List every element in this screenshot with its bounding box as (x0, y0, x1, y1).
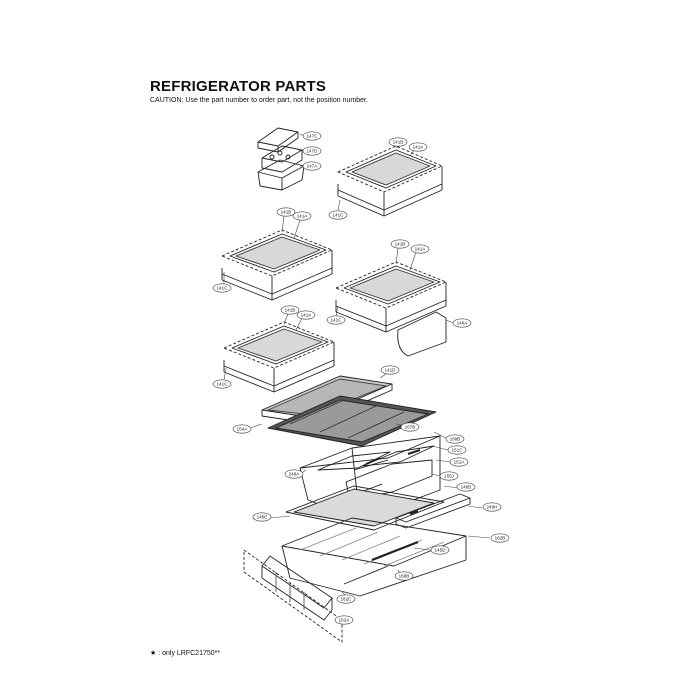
callout-s1-141c: 141C (328, 210, 348, 220)
leader-lines (223, 133, 491, 621)
svg-text:147D: 147D (307, 149, 319, 154)
callout-146b: 146B (456, 482, 476, 492)
svg-text:141C: 141C (333, 213, 345, 218)
callout-s3-141a: 141A (410, 244, 430, 254)
callout-s1-141b: 141B (388, 137, 408, 147)
callout-s4-141b: 141B (280, 305, 300, 315)
callout-s1-141a: 141A (408, 142, 428, 152)
svg-text:168B: 168B (399, 574, 410, 579)
svg-text:147A: 147A (307, 164, 319, 169)
svg-text:151C: 151C (452, 448, 464, 453)
page-title: REFRIGERATOR PARTS (150, 78, 327, 95)
crisper-drawers (299, 435, 441, 521)
callout-s2-141a: 141A (292, 211, 312, 221)
svg-text:154A: 154A (237, 427, 249, 432)
model-footnote: ★ : only LRFC21750** (150, 650, 221, 657)
rail-146b (395, 493, 471, 529)
svg-text:162C: 162C (341, 597, 353, 602)
svg-text:141B: 141B (281, 210, 292, 215)
callout-145d: 145D (430, 545, 450, 555)
svg-text:167B: 167B (405, 425, 416, 430)
callout-167b: 167B (400, 422, 420, 432)
crisper-cover-assembly (261, 375, 437, 447)
callout-s3-141b: 141B (390, 239, 410, 249)
svg-text:162B: 162B (495, 536, 506, 541)
callouts: 147C 147D 147A 141B 141A 141C 141B 141A … (212, 131, 510, 625)
callout-151a: 151A (449, 457, 469, 467)
svg-text:141D: 141D (385, 368, 397, 373)
svg-text:141B: 141B (395, 242, 406, 247)
svg-text:145D: 145D (435, 548, 447, 553)
callout-s3-141c: 141C (326, 315, 346, 325)
callout-s4-141c: 141C (212, 379, 232, 389)
svg-text:141C: 141C (217, 382, 229, 387)
callout-145e: 145E (252, 512, 272, 522)
callout-147a: 147A (302, 161, 322, 171)
svg-text:151A: 151A (454, 460, 466, 465)
callout-154a: 154A (232, 424, 252, 434)
callout-147c: 147C (302, 131, 322, 141)
bottom-cover-152a (243, 549, 343, 643)
svg-text:146A: 146A (457, 321, 469, 326)
svg-text:249A: 249A (289, 472, 301, 477)
caution-note: CAUTION: Use the part number to order pa… (150, 97, 368, 104)
svg-text:141B: 141B (393, 140, 404, 145)
svg-text:141A: 141A (413, 145, 425, 150)
svg-text:147C: 147C (307, 134, 319, 139)
shelf-1 (337, 145, 443, 217)
svg-text:141C: 141C (331, 318, 343, 323)
svg-text:141C: 141C (217, 286, 229, 291)
callout-162b: 162B (490, 533, 510, 543)
svg-text:249H: 249H (487, 505, 498, 510)
callout-162c: 162C (336, 594, 356, 604)
callout-155j: 155J (439, 471, 459, 481)
callout-168b: 168B (445, 434, 465, 444)
svg-text:141B: 141B (285, 308, 296, 313)
callout-s4-141a: 141A (296, 310, 316, 320)
svg-text:141A: 141A (415, 247, 427, 252)
svg-text:152A: 152A (339, 618, 351, 623)
callout-249h: 249H (482, 502, 502, 512)
callout-168b-2: 168B (394, 571, 414, 581)
callout-147d: 147D (302, 146, 322, 156)
egg-tray-assembly (257, 127, 305, 191)
svg-text:141A: 141A (301, 313, 313, 318)
callout-s2-141b: 141B (276, 207, 296, 217)
shelf-2 (221, 229, 333, 301)
callout-s2-141c: 141C (212, 283, 232, 293)
shelf-4 (223, 321, 335, 393)
svg-text:146B: 146B (461, 485, 472, 490)
callout-249a: 249A (284, 469, 304, 479)
callout-146a: 146A (452, 318, 472, 328)
callout-151c: 151C (447, 445, 467, 455)
callout-152a: 152A (334, 615, 354, 625)
svg-text:145E: 145E (257, 515, 268, 520)
crisper-glass-145e (285, 485, 445, 531)
shelf-3 (335, 261, 447, 357)
svg-text:155J: 155J (444, 474, 454, 479)
svg-text:168B: 168B (450, 437, 461, 442)
svg-text:141A: 141A (297, 214, 309, 219)
callout-141d: 141D (380, 365, 400, 375)
